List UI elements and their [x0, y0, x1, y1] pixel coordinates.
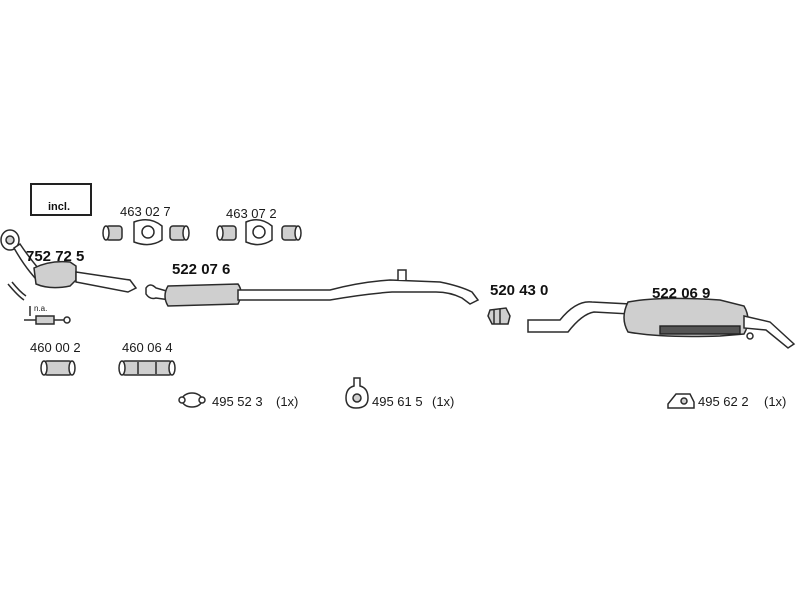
front-silencer-icon — [145, 269, 480, 307]
quantity-hanger-bracket: (1x) — [764, 394, 787, 409]
not-available-label: n.a. — [34, 304, 48, 313]
lambda-sensor-icon — [24, 306, 71, 325]
part-number-clamp-set-b: 463 07 2 — [226, 206, 277, 221]
hanger-rubber-icon — [345, 377, 369, 409]
part-number-hanger-ring: 495 52 3 — [212, 394, 263, 409]
included-box: incl. — [30, 183, 92, 216]
sleeve-b-icon — [118, 360, 176, 376]
part-number-front-pipe: 752 72 5 — [26, 248, 85, 265]
rear-silencer-icon — [527, 297, 796, 349]
part-number-connector: 520 43 0 — [490, 282, 549, 299]
part-number-hanger-rubber: 495 61 5 — [372, 394, 423, 409]
sleeve-a-icon — [40, 360, 76, 376]
hanger-bracket-icon — [667, 393, 695, 409]
clamp-set-a-icon — [102, 219, 190, 246]
part-number-hanger-bracket: 495 62 2 — [698, 394, 749, 409]
part-number-front-silencer: 522 07 6 — [172, 261, 231, 278]
part-number-clamp-set-a: 463 02 7 — [120, 204, 171, 219]
connector-icon — [487, 307, 511, 325]
front-pipe-icon — [0, 229, 138, 301]
clamp-set-b-icon — [216, 219, 302, 246]
part-number-sleeve-a: 460 00 2 — [30, 340, 81, 355]
quantity-hanger-ring: (1x) — [276, 394, 299, 409]
part-number-sleeve-b: 460 06 4 — [122, 340, 173, 355]
quantity-hanger-rubber: (1x) — [432, 394, 455, 409]
hanger-ring-icon — [178, 392, 206, 408]
part-number-rear-silencer: 522 06 9 — [652, 285, 711, 302]
included-label: incl. — [48, 201, 71, 213]
